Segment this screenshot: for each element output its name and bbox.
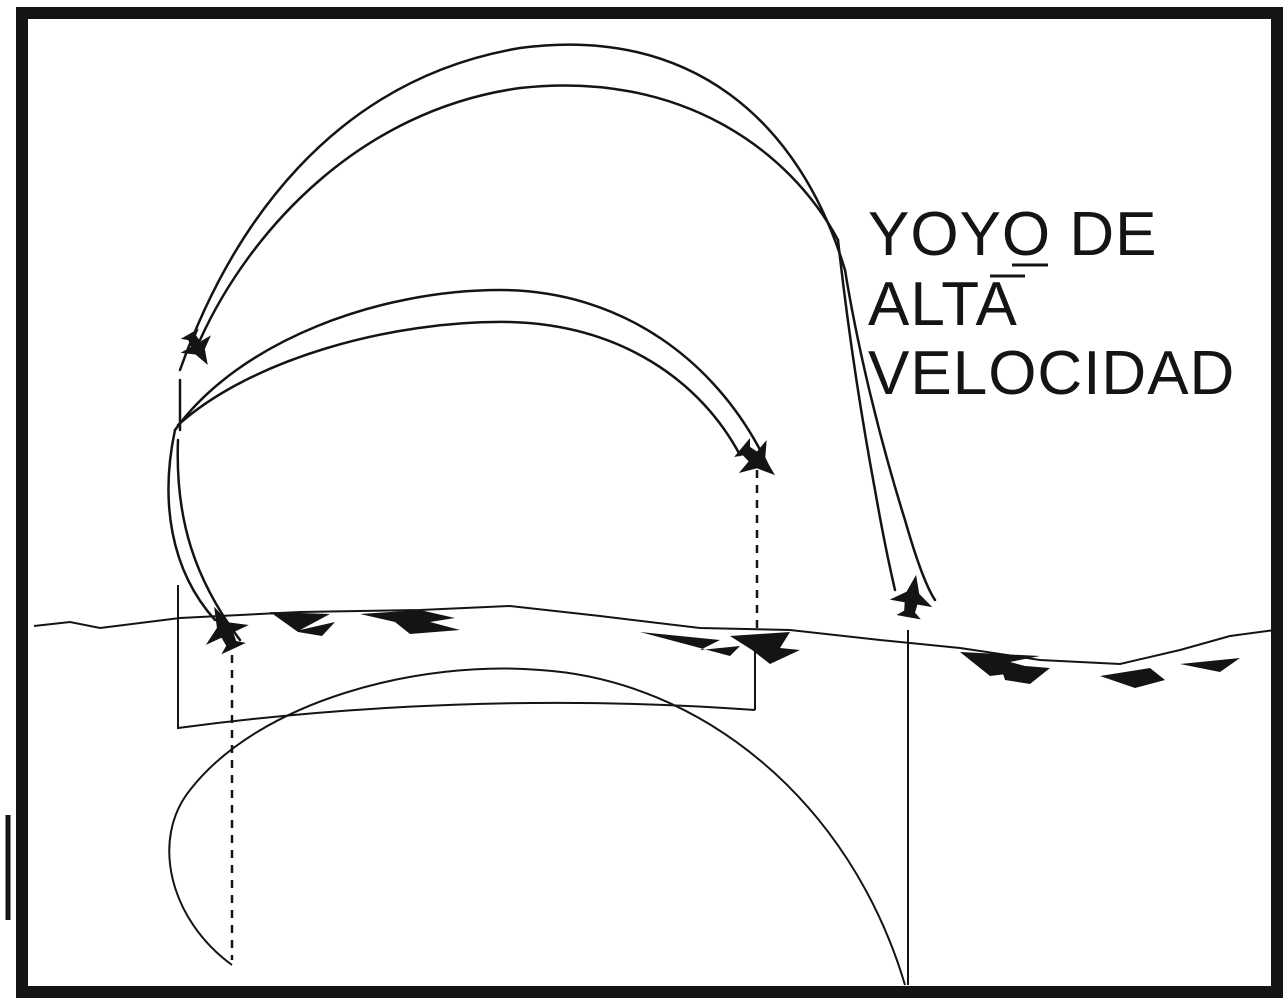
jet-icon-inner-right xyxy=(734,437,776,476)
jet-icon-descending xyxy=(889,574,933,620)
diagram-frame xyxy=(16,7,1283,998)
horizon-line xyxy=(33,604,1276,666)
inner-loop-path xyxy=(167,288,772,642)
high-yoyo-path xyxy=(178,43,937,602)
label-line-3: VELOCIDAD xyxy=(868,339,1235,408)
ground-track xyxy=(168,585,909,986)
jet-icon-top-left xyxy=(180,328,211,365)
diagram-label: YOYO DE ALTA VELOCIDAD xyxy=(868,200,1235,408)
label-line-1: YOYO DE xyxy=(868,200,1158,269)
label-line-2: ALTA xyxy=(868,270,1018,339)
jet-icon-left-low xyxy=(205,606,249,655)
ground-shadows xyxy=(270,610,1240,688)
